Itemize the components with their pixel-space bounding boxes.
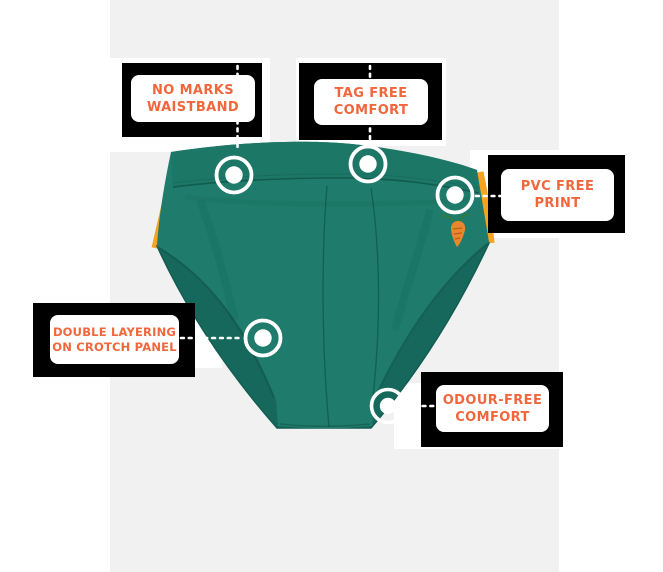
callout-text-line1: ODOUR-FREE <box>442 392 543 408</box>
carrot-logo-icon <box>440 213 470 247</box>
center-seam-left <box>322 185 330 428</box>
callout-label-tag-free-comfort: TAG FREE COMFORT <box>314 79 428 125</box>
leg-hem-right <box>375 243 488 397</box>
callout-text-line1: TAG FREE <box>334 86 408 101</box>
callout-text-line1: NO MARKS <box>151 82 235 98</box>
callout-text-line1: DOUBLE LAYERING <box>52 324 177 339</box>
callout-label-no-marks-waistband: NO MARKS WAISTBAND <box>131 75 255 122</box>
callout-text-line2: COMFORT <box>455 409 530 425</box>
fabric-fold-left <box>196 198 239 321</box>
fabric-fold-right <box>391 209 434 331</box>
callout-label-odour-free-comfort: ODOUR-FREE COMFORT <box>436 385 549 432</box>
callout-label-pvc-free-print: PVC FREE PRINT <box>501 169 614 221</box>
callout-text-line2: COMFORT <box>333 103 409 118</box>
callout-text-line2: PRINT <box>534 196 581 211</box>
callout-text-line2: ON CROTCH PANEL <box>52 339 177 354</box>
leg-hem-left <box>158 247 275 399</box>
side-stripe-right <box>476 171 495 244</box>
callout-text-line2: WAISTBAND <box>146 99 240 115</box>
crotch-hem <box>279 423 371 427</box>
callout-label-double-layering-on-crotch-panel: DOUBLE LAYERING ON CROTCH PANEL <box>50 315 179 364</box>
callout-text-line1: PVC FREE <box>520 179 595 194</box>
center-seam-right <box>370 187 380 413</box>
